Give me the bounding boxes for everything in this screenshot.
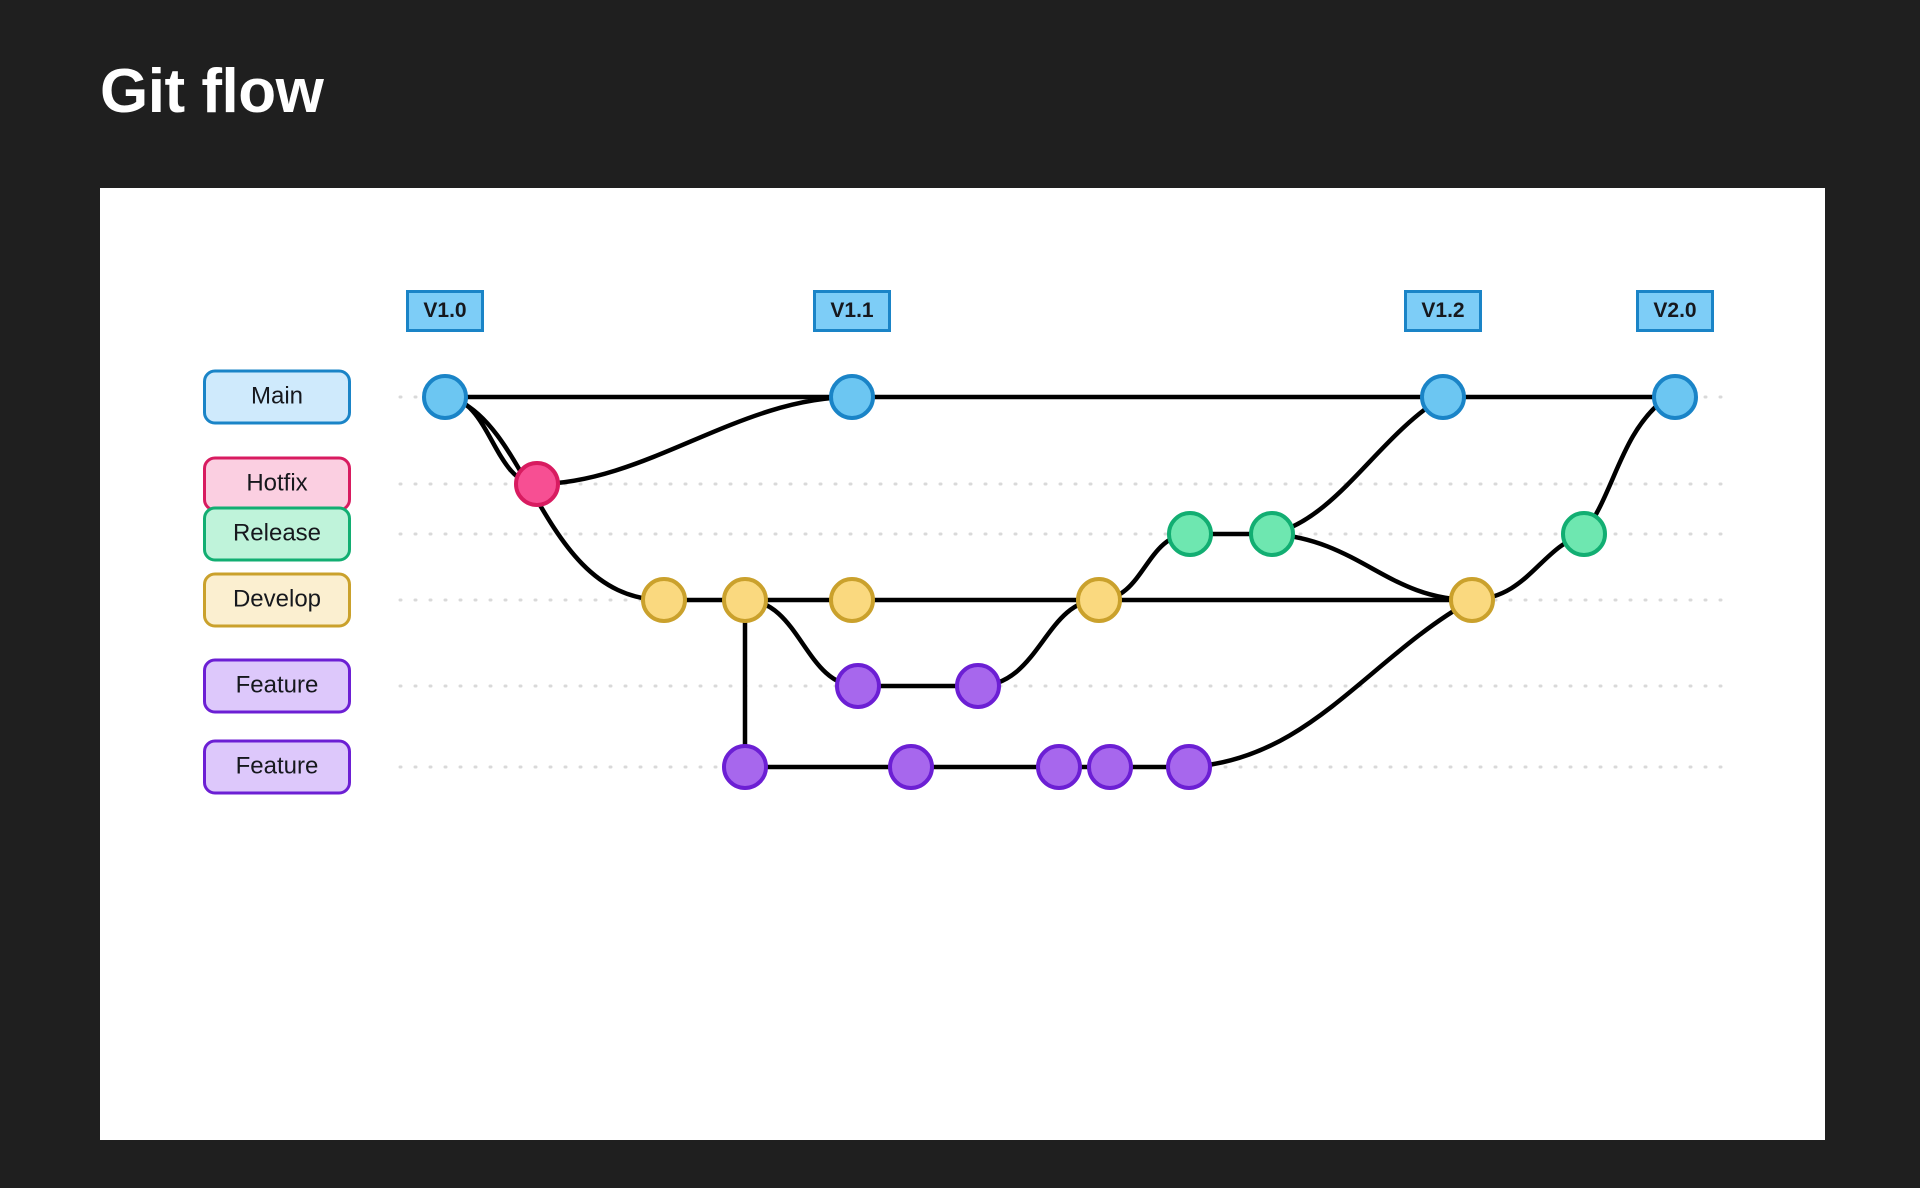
version-tag-v2-0[interactable]: V2.0: [1636, 290, 1714, 332]
page-title: Git flow: [100, 57, 324, 126]
commit-node-develop-c4[interactable]: [1076, 577, 1122, 623]
commit-node-feature2-c5[interactable]: [1166, 744, 1212, 790]
commit-node-feature2-c4[interactable]: [1087, 744, 1133, 790]
branch-label-release[interactable]: Release: [203, 506, 351, 562]
commit-node-develop-c1[interactable]: [641, 577, 687, 623]
commit-node-main-v1.0[interactable]: [422, 374, 468, 420]
commit-node-feature2-c2[interactable]: [888, 744, 934, 790]
commit-node-hotfix-c1[interactable]: [514, 461, 560, 507]
branch-label-develop[interactable]: Develop: [203, 572, 351, 628]
version-tag-v1-2[interactable]: V1.2: [1404, 290, 1482, 332]
edge-release-c3-merge-main: [1581, 397, 1666, 537]
commit-node-develop-c5[interactable]: [1449, 577, 1495, 623]
git-flow-graph: [398, 374, 1735, 790]
commit-node-feature1-c1[interactable]: [835, 663, 881, 709]
edge-main-v1.0-branch-develop: [456, 398, 667, 603]
branch-label-feature2[interactable]: Feature: [203, 739, 351, 795]
commit-nodes: [422, 374, 1698, 790]
edge-feature2-merge-develop: [1186, 597, 1475, 770]
version-tag-v1-1[interactable]: V1.1: [813, 290, 891, 332]
commit-node-release-c1[interactable]: [1167, 511, 1213, 557]
branch-label-hotfix[interactable]: Hotfix: [203, 456, 351, 512]
branch-label-main[interactable]: Main: [203, 369, 351, 425]
commit-node-develop-c3[interactable]: [829, 577, 875, 623]
edge-release-c2-merge-develop: [1269, 531, 1475, 603]
commit-node-main-v1.1[interactable]: [829, 374, 875, 420]
commit-node-main-v1.2[interactable]: [1420, 374, 1466, 420]
commit-node-feature1-c2[interactable]: [955, 663, 1001, 709]
version-tag-v1-0[interactable]: V1.0: [406, 290, 484, 332]
commit-node-release-c2[interactable]: [1249, 511, 1295, 557]
edge-hotfix-merge-to-v1.1: [534, 394, 855, 487]
branch-edges: [442, 394, 1678, 770]
commit-node-release-c3[interactable]: [1561, 511, 1607, 557]
commit-node-develop-c2[interactable]: [722, 577, 768, 623]
commit-node-feature2-c3[interactable]: [1036, 744, 1082, 790]
edge-release-c2-merge-main: [1269, 394, 1446, 537]
commit-node-main-v2.0[interactable]: [1652, 374, 1698, 420]
commit-node-feature2-c1[interactable]: [722, 744, 768, 790]
branch-label-feature1[interactable]: Feature: [203, 658, 351, 714]
